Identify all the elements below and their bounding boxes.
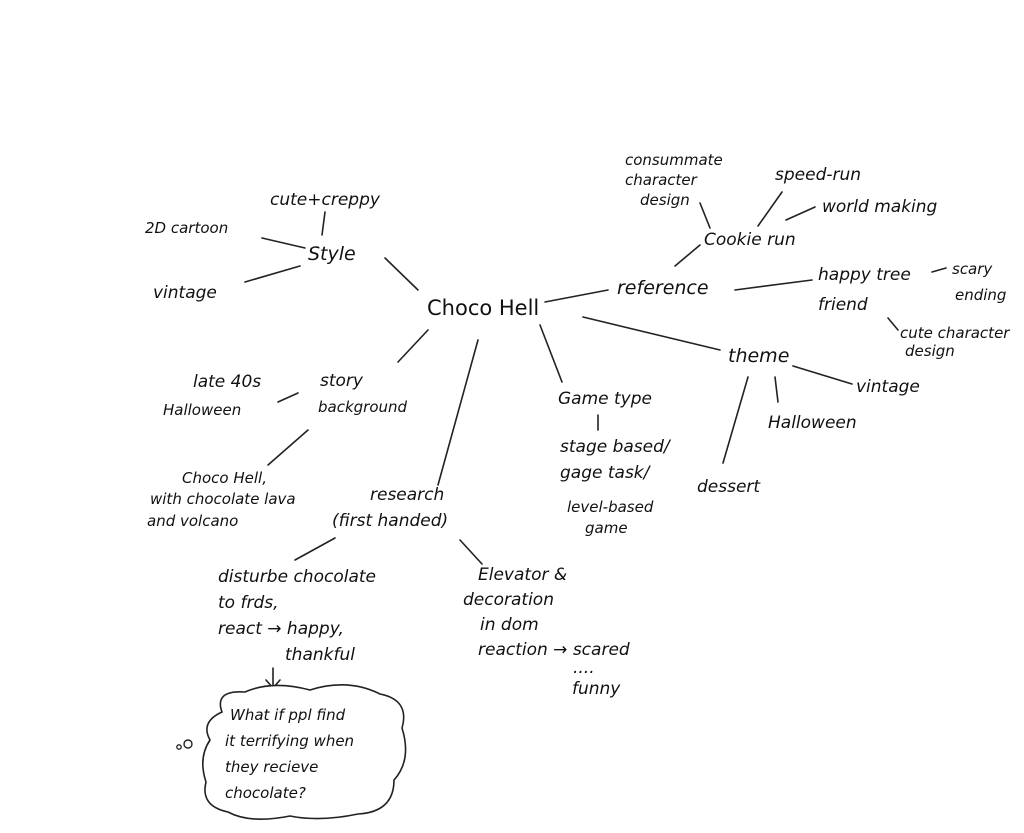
theme-dessert: dessert [697,477,761,497]
style-cute-creppy: cute+creppy [270,190,381,210]
elevator-more-line-2: funny [572,679,621,699]
cute-character-line-1: cute character [900,324,1010,342]
happy-tree-line-1: happy tree [818,265,911,285]
edge-story-chocohell [267,429,309,466]
consummate-line-2: character [625,171,698,189]
chocohell-line-3: and volcano [147,512,238,530]
thought-dot-large [183,739,193,749]
thought-line-4: chocolate? [225,784,306,802]
elevator-line-1: Elevator & [478,565,567,585]
scary-ending-line-1: scary [952,260,993,278]
connector-lines [244,191,947,690]
speed-run-node: speed-run [775,165,861,185]
game-type-line-3: level-based [567,498,654,516]
disturbe-line-2: to frds, [218,593,279,613]
cute-character-line-2: design [905,342,955,360]
reference-node: reference [617,277,709,299]
edge-style-vintage [244,265,301,283]
chocohell-line-1: Choco Hell, [182,469,267,487]
edge-reference-happytree [734,279,813,291]
edge-center-story [397,329,429,363]
consummate-line-3: design [640,191,690,209]
disturbe-line-4: thankful [285,645,355,665]
thought-bubble [176,684,407,820]
chocohell-line-2: with chocolate lava [150,490,296,508]
thought-line-1: What if ppl find [230,706,346,724]
edge-center-style [384,257,419,291]
theme-vintage: vintage [856,377,920,397]
elevator-line-4: reaction → scared [478,640,630,660]
edge-center-reference [544,289,609,303]
edge-center-research [437,339,479,486]
edge-cookierun-speedrun [757,191,783,227]
elevator-line-2: decoration [463,590,554,610]
disturbe-line-3: react → happy, [218,619,344,639]
consummate-line-1: consummate [625,151,723,169]
thought-line-3: they recieve [225,758,318,776]
thought-dot-small [176,744,182,750]
style-2d-cartoon: 2D cartoon [145,219,228,237]
edge-research-disturbe [294,537,336,561]
edge-research-elevator [459,539,483,565]
world-making-node: world making [822,197,938,217]
game-type-line-4: game [585,519,628,537]
edge-happytree-cute [887,317,899,331]
edge-style-2d [261,237,306,249]
style-node: Style [308,243,356,265]
edge-center-theme [582,316,721,351]
edge-theme-halloween [774,376,779,403]
disturbe-line-1: disturbe chocolate [218,567,376,587]
late-40s-line-1: late 40s [193,372,261,392]
story-line-2: background [318,398,408,416]
edge-cookierun-world [785,206,816,221]
edge-happytree-scary [931,267,947,273]
game-type-line-2: gage task/ [560,463,652,483]
edge-theme-vintage [792,365,853,385]
theme-halloween: Halloween [768,413,857,433]
late-40s-line-2: Halloween [163,401,241,419]
elevator-more-line-1: .... [573,658,595,678]
center-node: Choco Hell [427,296,539,320]
cookie-run-node: Cookie run [704,230,796,250]
edge-theme-dessert [722,376,749,464]
edge-cookierun-consummate [699,202,711,229]
research-line-1: research [370,485,444,505]
edge-center-gametype [539,324,563,383]
edge-style-cute [321,211,326,236]
game-type-node: Game type [558,389,652,409]
thought-cloud-shape [202,684,407,820]
happy-tree-line-2: friend [818,295,868,315]
thought-line-2: it terrifying when [225,732,354,750]
story-line-1: story [320,371,364,391]
scary-ending-line-2: ending [955,286,1006,304]
theme-node: theme [728,345,789,367]
edge-story-late40s [277,392,299,403]
game-type-line-1: stage based/ [560,437,672,457]
research-line-2: (first handed) [332,511,448,531]
style-vintage: vintage [153,283,217,303]
edge-reference-cookierun [674,244,701,267]
elevator-line-3: in dom [480,615,539,635]
